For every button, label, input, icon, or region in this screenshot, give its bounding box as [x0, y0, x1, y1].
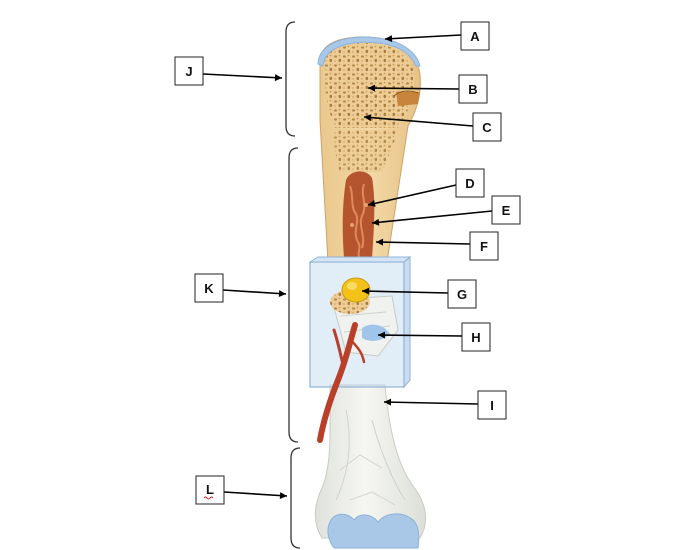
- label-f: F: [469, 231, 499, 261]
- svg-text:K: K: [204, 281, 214, 296]
- arrowhead-h: [378, 331, 386, 339]
- label-j: J: [174, 56, 204, 86]
- svg-text:J: J: [185, 64, 192, 79]
- label-h: H: [461, 322, 491, 352]
- leader-line-j: [202, 73, 283, 79]
- magnified-section: [308, 255, 412, 389]
- label-l: L: [195, 475, 225, 505]
- svg-text:B: B: [468, 82, 477, 97]
- medullary-cavity: [342, 171, 375, 259]
- arrowhead-c: [364, 114, 372, 122]
- distal-epiphysis: [314, 384, 426, 539]
- arrowhead-a: [385, 35, 393, 43]
- label-e: E: [491, 195, 521, 225]
- leader-line-b: [367, 87, 460, 90]
- arrowhead-b: [368, 84, 376, 92]
- label-b: B: [458, 74, 488, 104]
- proximal-articular-cartilage: [317, 36, 421, 67]
- leader-line-a: [384, 34, 462, 40]
- leader-lines: [202, 34, 493, 500]
- leader-line-h: [377, 334, 463, 337]
- svg-text:L: L: [206, 482, 214, 497]
- arrowhead-f: [376, 238, 384, 246]
- leader-line-l: [223, 491, 288, 497]
- leader-line-f: [375, 241, 471, 245]
- arrowhead-i: [384, 398, 392, 406]
- leader-line-k: [222, 289, 287, 295]
- svg-text:I: I: [490, 398, 494, 413]
- label-g: G: [447, 279, 477, 309]
- label-c: C: [472, 112, 502, 142]
- svg-text:H: H: [471, 330, 480, 345]
- svg-text:F: F: [480, 239, 488, 254]
- label-d: D: [455, 168, 485, 198]
- arrowhead-g: [362, 287, 370, 295]
- arrowhead-e: [372, 218, 380, 226]
- leader-line-e: [371, 210, 493, 224]
- svg-text:G: G: [457, 287, 467, 302]
- label-k: K: [194, 273, 224, 303]
- arrowhead-l: [279, 492, 287, 500]
- bracket-j: [285, 21, 296, 137]
- svg-text:D: D: [465, 176, 474, 191]
- leader-line-i: [383, 401, 479, 405]
- svg-text:A: A: [470, 29, 480, 44]
- label-a: A: [460, 21, 490, 51]
- svg-text:C: C: [482, 120, 492, 135]
- arrowhead-d: [368, 200, 376, 207]
- bracket-k: [288, 147, 299, 443]
- svg-text:E: E: [502, 203, 511, 218]
- distal-articular-cartilage: [327, 513, 420, 549]
- leader-line-d: [367, 184, 457, 206]
- arrowhead-j: [274, 74, 282, 82]
- leader-line-c: [363, 116, 474, 127]
- leader-line-g: [361, 290, 449, 294]
- arrowhead-k: [278, 290, 286, 298]
- bracket-l: [290, 447, 301, 549]
- label-i: I: [477, 390, 507, 420]
